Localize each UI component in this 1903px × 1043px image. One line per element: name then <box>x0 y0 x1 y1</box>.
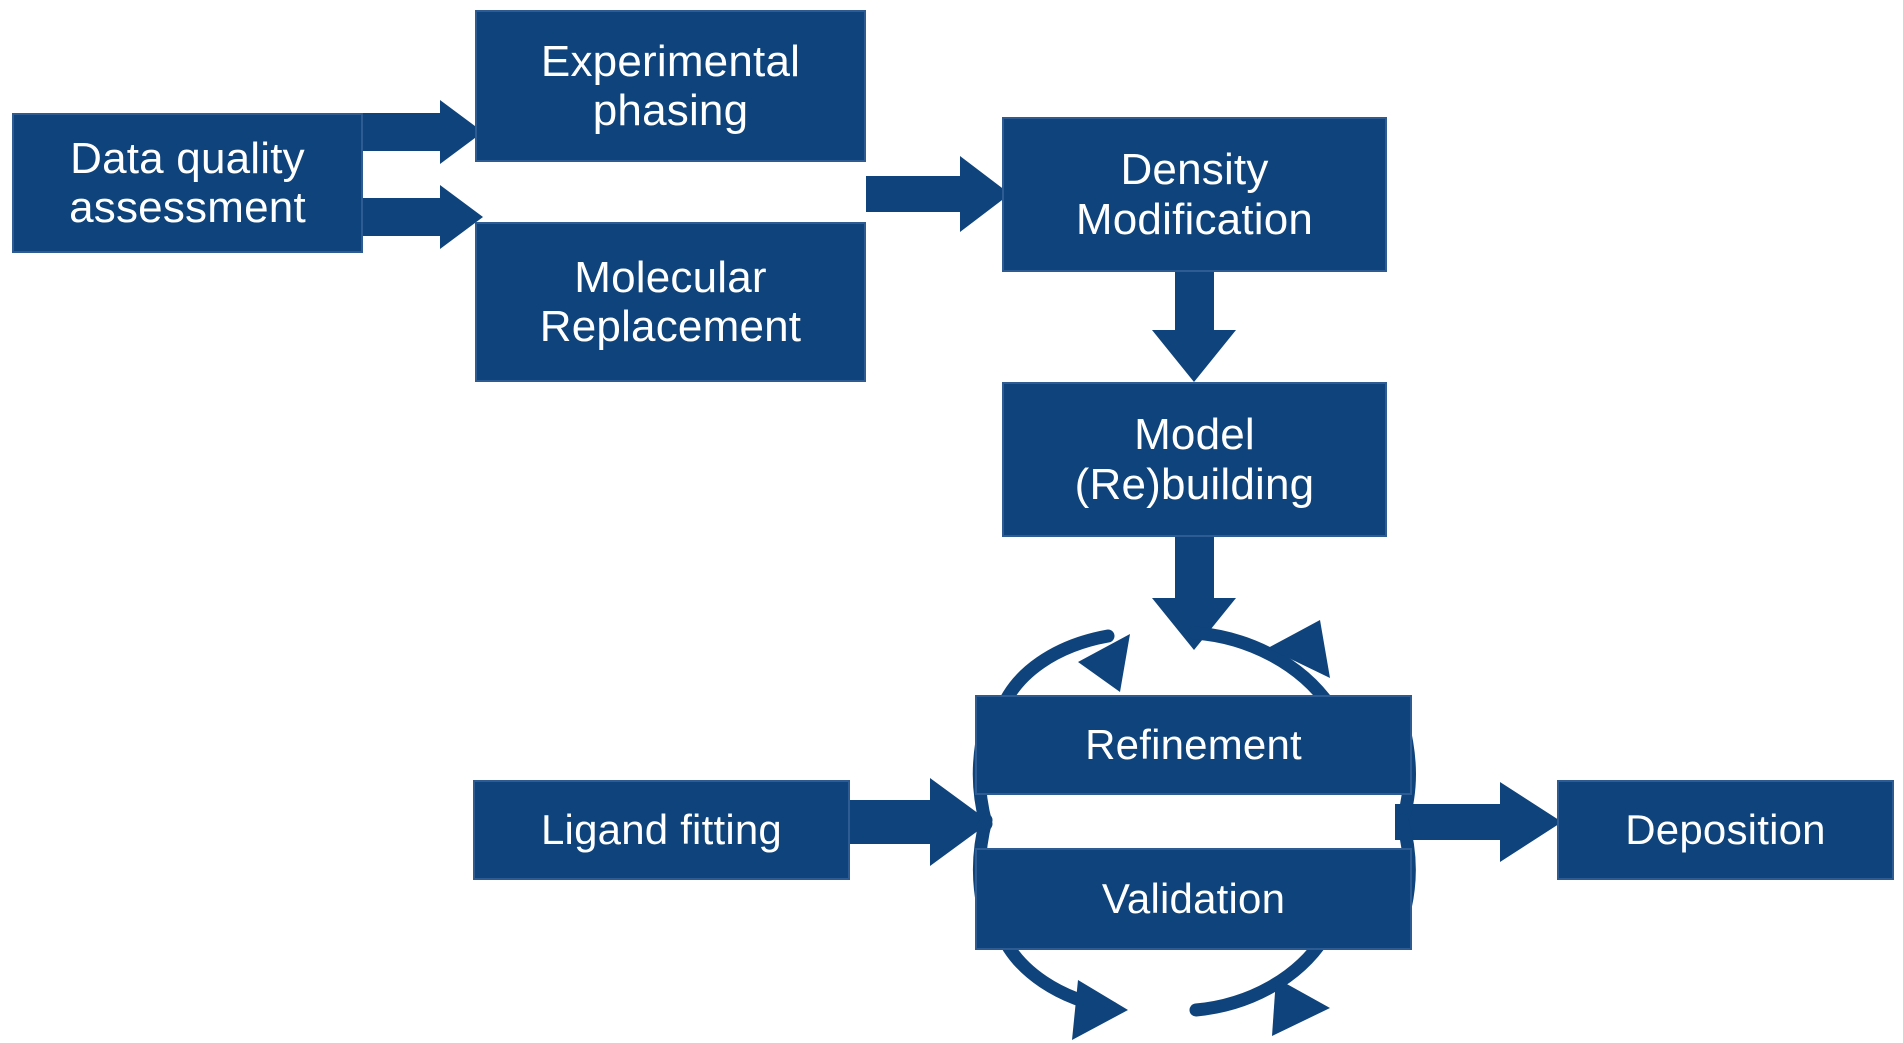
node-label: Refinement <box>1085 721 1302 769</box>
node-density-modification[interactable]: Density Modification <box>1002 117 1387 272</box>
node-refinement[interactable]: Refinement <box>975 695 1412 795</box>
connector-dq-to-experimental-phasing <box>363 100 483 164</box>
connector-ligand-to-cycle <box>850 778 990 866</box>
node-label: Ligand fitting <box>541 806 782 854</box>
node-label: Data quality assessment <box>69 133 306 232</box>
connector-cycle-to-deposition <box>1395 782 1562 862</box>
node-model-rebuilding[interactable]: Model (Re)building <box>1002 382 1387 537</box>
node-label: Density Modification <box>1075 145 1314 244</box>
connector-dq-to-molecular-replacement <box>363 185 483 249</box>
node-ligand-fitting[interactable]: Ligand fitting <box>473 780 850 880</box>
node-label: Deposition <box>1625 806 1826 854</box>
node-label: Model (Re)building <box>1074 410 1315 509</box>
connector-refinement-validation-cycle <box>972 620 1416 1040</box>
node-data-quality-assessment[interactable]: Data quality assessment <box>12 113 363 253</box>
node-label: Validation <box>1101 875 1286 923</box>
node-validation[interactable]: Validation <box>975 848 1412 950</box>
node-experimental-phasing[interactable]: Experimental phasing <box>475 10 866 162</box>
node-label: Molecular Replacement <box>539 252 802 351</box>
connector-model-to-refinement-cycle <box>1152 537 1236 650</box>
connector-phasing-to-density-modification <box>866 156 1010 232</box>
node-deposition[interactable]: Deposition <box>1557 780 1894 880</box>
node-label: Experimental phasing <box>540 36 801 135</box>
node-molecular-replacement[interactable]: Molecular Replacement <box>475 222 866 382</box>
connector-density-to-model-rebuilding <box>1152 272 1236 382</box>
